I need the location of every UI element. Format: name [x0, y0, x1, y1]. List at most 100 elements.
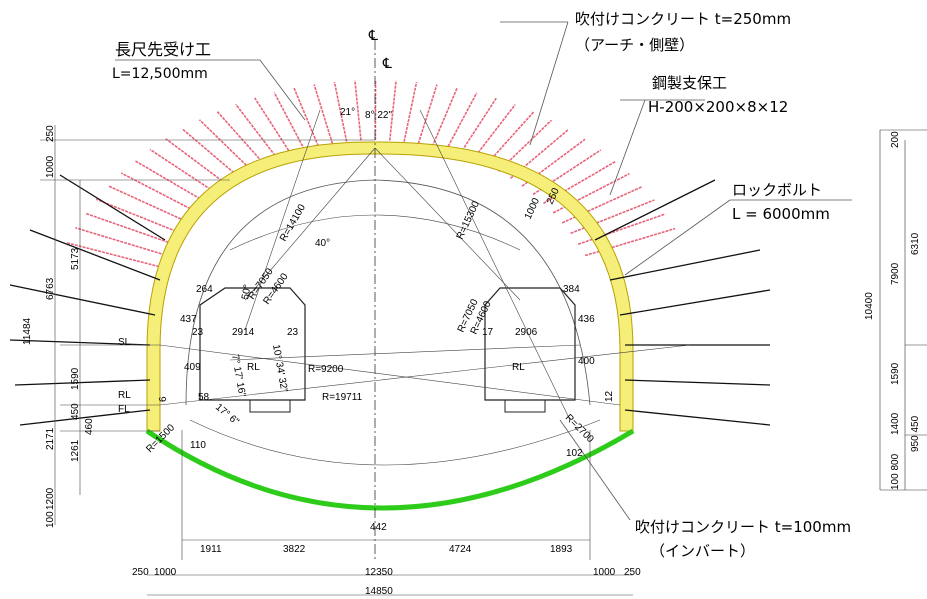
- forepiling-pipe: [254, 97, 292, 155]
- radius-14100: R=14100: [278, 202, 308, 243]
- forepiling-pipe: [84, 212, 173, 245]
- shotcrete-arch-sub: （アーチ・側壁）: [575, 36, 694, 54]
- right-clearance-profile: [484, 287, 576, 401]
- dim-384: 384: [563, 284, 580, 295]
- label-fl: FL: [118, 404, 130, 415]
- dim-3822: 3822: [283, 544, 306, 555]
- dim-400: 400: [578, 356, 595, 367]
- side-dim-1400: 1400: [890, 412, 901, 435]
- angle-7-17-16: 7° 17' 16": [229, 354, 247, 399]
- dim-58: 58: [198, 392, 210, 403]
- side-dim-950-450: 950 450: [910, 415, 921, 452]
- rock-bolt-title: ロックボルト: [732, 181, 822, 199]
- rock-bolt: [19, 409, 151, 426]
- radius-2700: R=2700: [563, 412, 596, 445]
- forepiling-length: L=12,500mm: [112, 66, 208, 82]
- rock-bolt: [9, 284, 156, 316]
- dim-bottom-12350: 12350: [365, 567, 393, 578]
- angle-21: 21°: [340, 107, 355, 118]
- label-rl: RL: [118, 390, 131, 401]
- steel-support-title: 鋼製支保工: [652, 74, 727, 92]
- dim-bottom-14850: 14850: [365, 586, 393, 597]
- forepiling-pipe: [472, 104, 516, 160]
- shotcrete-invert: [145, 428, 635, 511]
- dim-bottom-250-left: 250: [132, 567, 149, 578]
- radius-15300: R=15300: [455, 199, 482, 241]
- forepiling-pipe: [354, 80, 362, 141]
- left-clearance-base: [249, 399, 291, 413]
- side-view-fragment: [879, 129, 927, 491]
- dim-409: 409: [184, 362, 201, 373]
- forepiling-pipe: [570, 199, 655, 235]
- forepiling-pipe: [431, 87, 458, 147]
- forepiling-title: 長尺先受け工: [115, 40, 211, 59]
- rock-bolt: [29, 229, 161, 281]
- forepiling-pipe: [388, 80, 397, 141]
- dim-6: 6: [158, 396, 169, 402]
- angle-50: 50°: [240, 284, 253, 301]
- rock-bolt-length: L = 6000mm: [732, 205, 830, 223]
- dim-436: 436: [578, 314, 595, 325]
- dim-23-mid: 23: [287, 327, 299, 338]
- shotcrete-arch-lining: [146, 141, 634, 432]
- dim-1590: 1590: [70, 367, 81, 390]
- dim-1261: 1261: [70, 439, 81, 462]
- rock-bolt: [624, 379, 771, 386]
- dim-102: 102: [566, 448, 583, 459]
- radius-9200: R=9200: [308, 364, 344, 375]
- angle-10-34-32: 10° 34' 32": [270, 344, 289, 394]
- side-dim-200: 200: [890, 131, 901, 148]
- rock-bolt: [624, 409, 771, 426]
- dim-1911: 1911: [200, 544, 222, 555]
- forepiling-pipe: [235, 103, 279, 160]
- dim-264: 264: [196, 284, 213, 295]
- rock-bolt: [59, 174, 166, 241]
- forepiling-pipe: [577, 213, 666, 245]
- dim-2171: 2171: [45, 427, 56, 450]
- dim-2906: 2906: [515, 327, 538, 338]
- dim-1200: 1200: [45, 487, 56, 510]
- side-dim-1590: 1590: [890, 362, 901, 385]
- forepiling-pipes: [66, 79, 676, 268]
- label-sl: SL: [118, 337, 131, 348]
- forepiling-pipe: [134, 160, 208, 204]
- dim-1893: 1893: [550, 544, 573, 555]
- callout-leaders: [115, 21, 852, 521]
- forepiling-pipe: [216, 111, 266, 166]
- left-clearance-profile: [199, 287, 306, 401]
- radius-19711: R=19711: [322, 392, 363, 403]
- rock-bolts: [9, 174, 771, 426]
- angle-40: 40°: [315, 238, 330, 249]
- dim-442: 442: [370, 522, 387, 533]
- shotcrete-invert-title: 吹付けコンクリート t=100mm: [635, 518, 851, 536]
- dim-bottom-250-right: 250: [624, 567, 641, 578]
- dim-bottom-1000-left: 1000: [154, 567, 177, 578]
- forepiling-pipe: [293, 87, 320, 147]
- forepiling-pipe: [120, 172, 198, 214]
- dim-110: 110: [190, 440, 206, 451]
- dim-12: 12: [604, 390, 615, 402]
- dim-4724: 4724: [449, 544, 472, 555]
- left-dimension-lines: [40, 125, 375, 525]
- dim-2914: 2914: [232, 327, 255, 338]
- dim-top-1000: 1000: [45, 155, 56, 178]
- right-clearance-base: [504, 399, 546, 413]
- dim-top-250: 250: [45, 125, 56, 142]
- angle-8-22: 8° 22": [365, 110, 392, 121]
- dim-23-left: 23: [192, 327, 204, 338]
- shotcrete-arch-title: 吹付けコンクリート t=250mm: [575, 10, 791, 28]
- forepiling-pipe: [181, 128, 241, 179]
- rock-bolt: [14, 379, 151, 386]
- rock-bolt: [594, 179, 716, 241]
- dim-17: 17: [482, 327, 494, 338]
- dim-11484: 11484: [22, 317, 33, 345]
- dim-bottom-1000-right: 1000: [593, 567, 616, 578]
- dim-6763: 6763: [45, 277, 56, 300]
- side-dim-6310: 6310: [910, 232, 921, 255]
- side-dim-10400: 10400: [864, 292, 875, 320]
- forepiling-pipe: [459, 97, 497, 155]
- rock-bolt: [609, 249, 761, 281]
- dim-100: 100: [45, 511, 56, 528]
- forepiling-pipe: [149, 148, 218, 195]
